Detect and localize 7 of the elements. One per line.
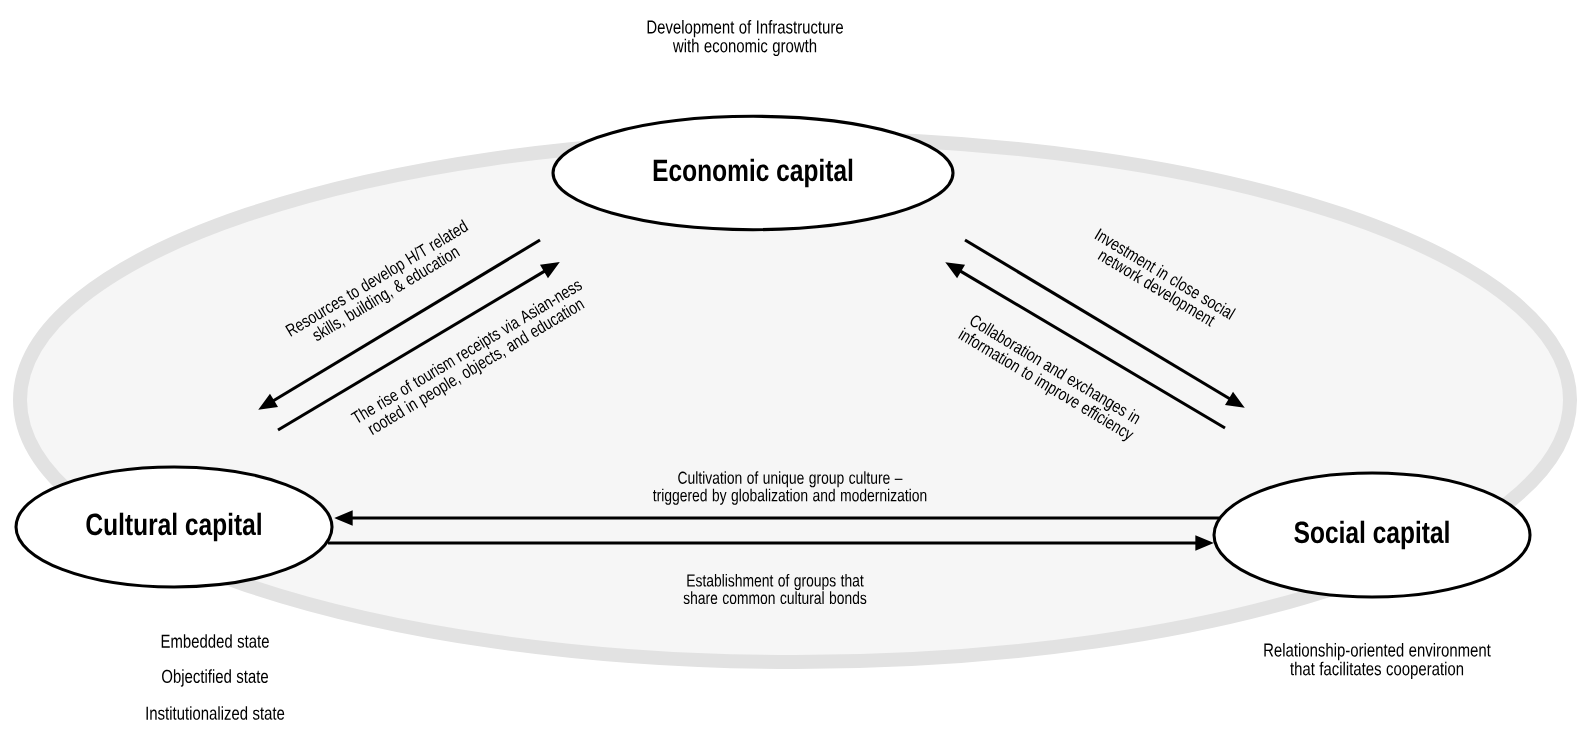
node-caption: Development of Infrastructure with economic growth [647, 19, 843, 57]
edge-label: Establishment of groups that share common cultural bonds [683, 573, 867, 605]
node-caption: Objectified state [162, 669, 268, 687]
edge-label: Cultivation of unique group culture – triggered by globalization and modernization [653, 471, 927, 505]
node-caption: Relationship-oriented environment that facilitates cooperation [1264, 642, 1491, 680]
node-caption: Embedded state [161, 634, 269, 648]
node-caption: Institutionalized state [146, 706, 285, 720]
